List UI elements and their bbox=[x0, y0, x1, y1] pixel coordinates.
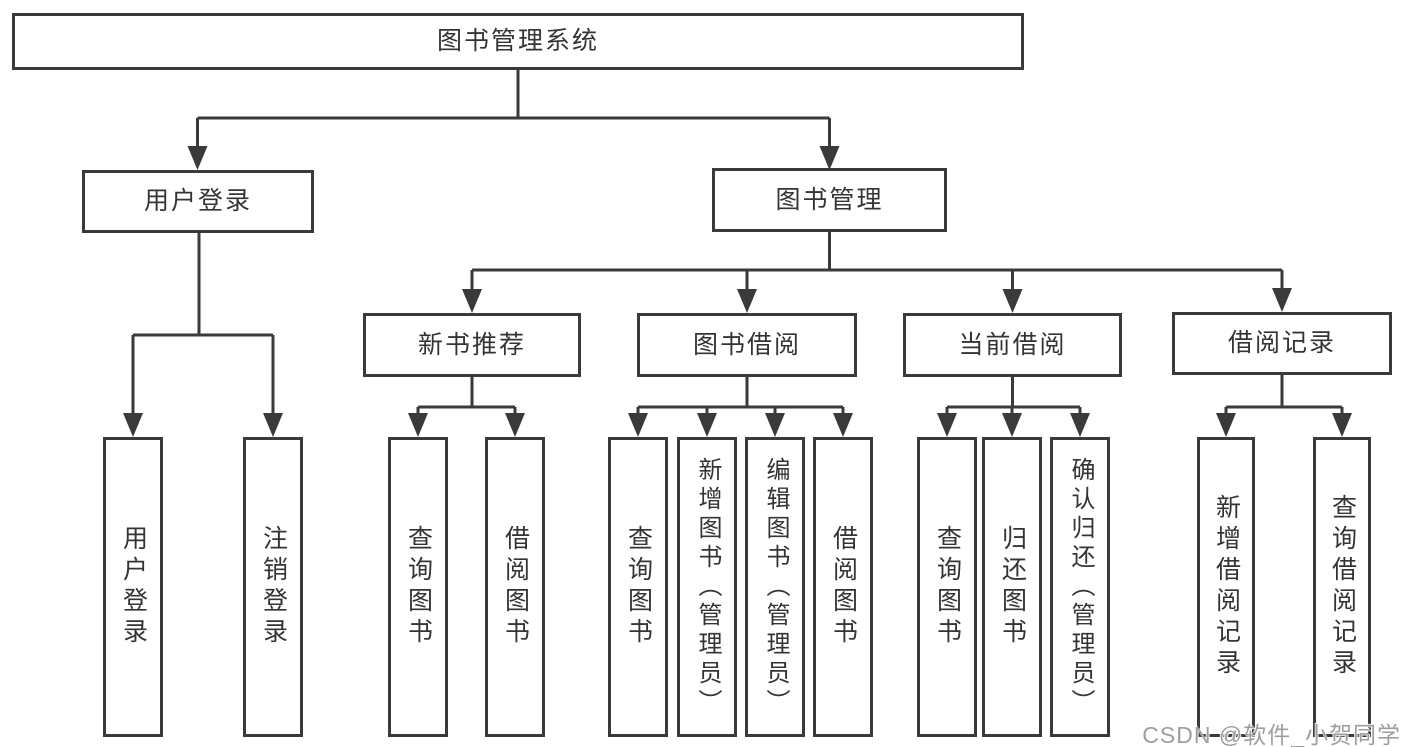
node-book-management: 图书管理 bbox=[712, 168, 947, 232]
node-leaf-user-login: 用户登录 bbox=[103, 437, 163, 737]
arrowheads bbox=[123, 146, 1352, 437]
node-leaf-edit-books-admin: 编辑图书（管理员） bbox=[745, 437, 805, 737]
node-root-system: 图书管理系统 bbox=[12, 13, 1024, 70]
node-leaf-query-books-borrow: 查询图书 bbox=[608, 437, 668, 737]
node-leaf-logout: 注销登录 bbox=[243, 437, 303, 737]
node-current-borrowing: 当前借阅 bbox=[903, 313, 1122, 377]
node-book-borrowing: 图书借阅 bbox=[637, 313, 857, 377]
node-leaf-query-books-recommend: 查询图书 bbox=[388, 437, 448, 737]
node-leaf-borrow-books: 借阅图书 bbox=[813, 437, 873, 737]
node-leaf-borrow-books-recommend: 借阅图书 bbox=[485, 437, 545, 737]
node-leaf-query-books-current: 查询图书 bbox=[917, 437, 977, 737]
node-leaf-add-books-admin: 新增图书（管理员） bbox=[677, 437, 737, 737]
node-leaf-query-borrow-record: 查询借阅记录 bbox=[1313, 437, 1371, 737]
node-borrowing-records: 借阅记录 bbox=[1172, 312, 1392, 375]
node-leaf-confirm-return-admin: 确认归还（管理员） bbox=[1050, 437, 1110, 737]
node-leaf-add-borrow-record: 新增借阅记录 bbox=[1197, 437, 1255, 737]
node-new-book-recommendation: 新书推荐 bbox=[363, 313, 581, 377]
node-user-login: 用户登录 bbox=[82, 170, 314, 233]
watermark-text: CSDN @软件_小贺同学 bbox=[1142, 722, 1401, 747]
node-leaf-return-books: 归还图书 bbox=[982, 437, 1042, 737]
